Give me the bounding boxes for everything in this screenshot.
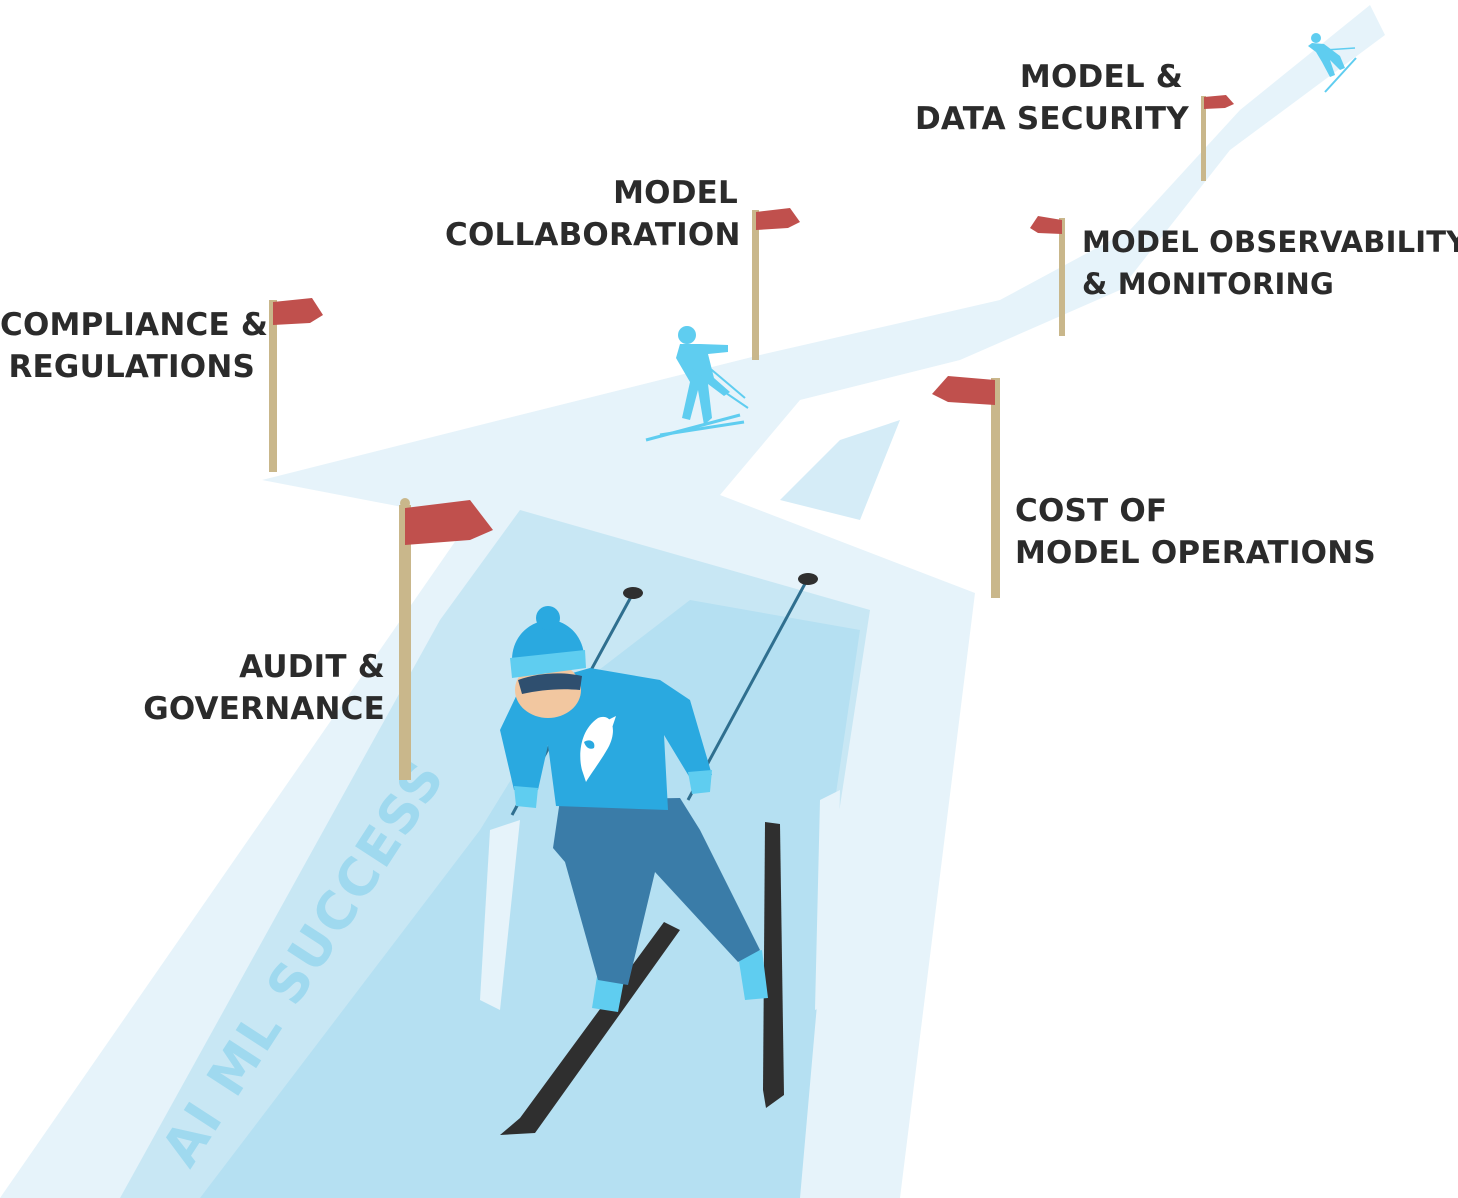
label-model-collaboration: MODEL COLLABORATION [445, 172, 741, 256]
label-audit-governance: AUDIT & GOVERNANCE [140, 646, 385, 730]
flag-pole [1059, 218, 1065, 336]
glove-left [514, 786, 538, 808]
skier-pole [1324, 47, 1356, 51]
flag-pole [399, 505, 411, 780]
label-line: MODEL OPERATIONS [1015, 535, 1376, 571]
ski-trail [0, 5, 1385, 1198]
label-line: & MONITORING [1082, 267, 1334, 301]
trail-highlight-ridge-2 [815, 790, 840, 1010]
flag-pole [991, 378, 1000, 598]
flag-pole [269, 300, 277, 472]
skier-tiny-top [1308, 33, 1357, 93]
skier-pole [699, 359, 746, 399]
skier-head [1311, 33, 1321, 43]
label-model-data-security: MODEL & DATA SECURITY [915, 56, 1189, 140]
label-line: COMPLIANCE & [0, 307, 269, 343]
label-line: AUDIT & [239, 649, 385, 685]
trail-highlight-ridge [480, 820, 520, 1010]
flag-security [1201, 95, 1234, 181]
label-line: MODEL [613, 175, 738, 211]
label-model-observability: MODEL OBSERVABILITY & MONITORING [1082, 221, 1458, 305]
pole-basket [623, 587, 643, 599]
skier-small-middle [645, 326, 749, 442]
ski-right [763, 822, 784, 1108]
label-line: GOVERNANCE [143, 691, 385, 727]
label-line: COST OF [1015, 493, 1168, 529]
boot-right [738, 950, 768, 1000]
skier-body [1308, 43, 1345, 77]
flag-cloth [932, 376, 995, 405]
flag-cloth [1204, 95, 1234, 109]
label-line: DATA SECURITY [915, 101, 1189, 137]
flag-compliance [269, 298, 323, 472]
skier-head [678, 326, 696, 344]
flag-collaboration [752, 208, 800, 360]
flag-pole [1201, 96, 1206, 181]
skier-goggles [518, 673, 582, 694]
label-cost-model-operations: COST OF MODEL OPERATIONS [1015, 490, 1415, 574]
flag-cloth [273, 298, 323, 325]
skier-hat-pompom [536, 606, 560, 630]
flag-observability [1030, 216, 1065, 336]
pole-basket [798, 573, 818, 585]
skier-body [676, 344, 730, 425]
flag-audit [399, 498, 493, 780]
label-line: REGULATIONS [8, 349, 255, 385]
label-line: MODEL OBSERVABILITY [1082, 225, 1458, 259]
skier-main [500, 573, 818, 1135]
label-line: MODEL & [1019, 59, 1183, 95]
label-line: COLLABORATION [445, 217, 741, 253]
flag-cloth [756, 208, 800, 230]
flag-pole [752, 210, 759, 360]
skier-hat [512, 620, 585, 660]
trail-highlight-right [780, 420, 900, 520]
flag-cloth [1030, 216, 1062, 234]
skier-hat-band [510, 650, 586, 678]
flag-cloth [405, 500, 493, 545]
label-compliance-regulations: COMPLIANCE & REGULATIONS [0, 304, 269, 388]
skier-ski [659, 420, 745, 437]
skier-ski [1324, 57, 1357, 93]
skier-pants [553, 798, 760, 985]
glove-right [688, 770, 712, 794]
skier-pole [684, 364, 749, 409]
orca-logo-icon [580, 716, 616, 782]
ski-left [500, 922, 680, 1135]
flag-cost [932, 376, 1000, 598]
flag-pole-top [400, 498, 410, 508]
